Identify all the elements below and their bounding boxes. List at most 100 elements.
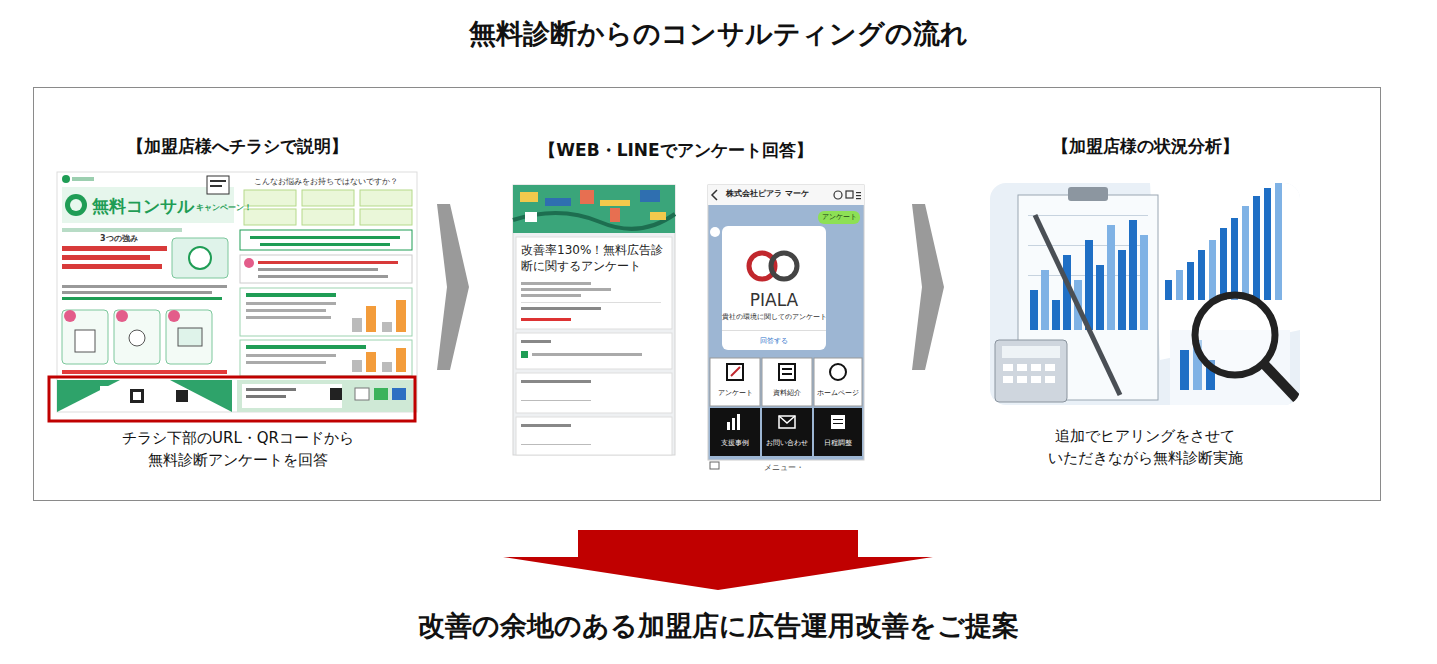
flyer-image	[62, 264, 162, 269]
analysis-photo	[990, 183, 1300, 405]
flyer-image	[382, 362, 392, 372]
line-chat-image	[708, 185, 864, 460]
analysis-photo	[1195, 295, 1275, 375]
flyer-image	[244, 258, 254, 268]
analysis-photo	[1264, 188, 1271, 300]
analysis-photo	[1096, 265, 1104, 330]
analysis-photo	[1242, 206, 1249, 300]
line-chat-image	[814, 408, 862, 456]
flyer-image	[62, 246, 167, 251]
web-form-image	[650, 212, 666, 220]
analysis-photo	[1045, 364, 1055, 371]
line-chat-image	[722, 330, 826, 331]
flyer-image	[210, 180, 226, 182]
analysis-photo	[1264, 364, 1300, 402]
analysis-photo	[1045, 376, 1055, 383]
web-form-image	[513, 185, 675, 233]
flyer-image	[374, 388, 388, 400]
chevron-arrow	[912, 204, 944, 370]
flyer-image	[246, 388, 296, 391]
analysis-photo	[1129, 220, 1137, 330]
flyer-image	[62, 291, 212, 294]
web-form-image	[513, 185, 675, 455]
flyer-image	[49, 172, 417, 421]
web-form-image	[521, 380, 591, 383]
line-chat-image	[762, 358, 812, 406]
flyer-image	[62, 310, 108, 364]
card-button: 回答する	[722, 337, 826, 345]
chat-bubble-text: アンケート	[818, 213, 860, 221]
outer-frame	[34, 88, 1381, 501]
flyer-image	[168, 310, 180, 322]
line-chat-image	[833, 419, 843, 420]
flyer-image	[176, 390, 188, 402]
flyer-image	[49, 377, 415, 421]
analysis-photo	[1140, 235, 1148, 330]
analysis-photo	[1003, 364, 1013, 371]
flyer-image	[133, 392, 141, 400]
step-panel: 【加盟店様の状況分析】追加でヒアリングをさせて いただきながら無料診断実施	[980, 130, 1310, 480]
flyer-image	[114, 310, 160, 364]
analysis-photo	[1028, 215, 1148, 216]
flyer-image	[396, 300, 406, 332]
flyer-image	[240, 230, 412, 250]
step-description: 追加でヒアリングをさせて いただきながら無料診断実施	[1005, 426, 1285, 470]
flyer-image	[172, 238, 228, 278]
flyer-image	[246, 302, 336, 305]
step-heading: 【加盟店様の状況分析】	[980, 135, 1310, 157]
flyer-image	[258, 275, 388, 278]
flyer-image	[240, 340, 412, 376]
web-form-image	[521, 340, 551, 343]
analysis-photo	[1002, 346, 1060, 358]
analysis-photo	[1253, 196, 1260, 300]
diagram-title: 無料診断からのコンサルティングの流れ	[0, 16, 1437, 51]
form-title: 改善率130%！無料広告診断に関するアンケート	[521, 242, 666, 274]
line-chat-image	[727, 364, 743, 380]
line-chat-image	[771, 253, 797, 279]
web-form-image	[521, 288, 611, 291]
web-form-image	[532, 353, 642, 356]
flyer-image	[246, 316, 331, 319]
line-chat-image	[779, 416, 795, 423]
analysis-photo	[1085, 240, 1093, 330]
line-chat-image	[782, 368, 792, 370]
flyer-image	[246, 361, 326, 364]
flyer-image	[240, 288, 412, 336]
line-chat-image	[737, 414, 740, 430]
flyer-image	[207, 176, 229, 194]
flyer-image	[166, 310, 212, 364]
web-form-image	[640, 190, 660, 202]
analysis-photo	[1107, 225, 1115, 330]
web-form-image	[513, 213, 675, 229]
analysis-photo	[1180, 350, 1189, 390]
flyer-image	[72, 177, 94, 181]
flyer-image	[258, 261, 398, 264]
flyer-image	[360, 190, 412, 206]
line-chat-image	[856, 195, 861, 196]
analysis-photo	[1198, 250, 1205, 300]
flyer-image	[62, 285, 227, 288]
flyer-image	[62, 175, 70, 183]
flyer-image	[260, 243, 390, 246]
analysis-photo	[1187, 262, 1194, 300]
analysis-photo	[1209, 240, 1216, 300]
analysis-photo	[1017, 376, 1027, 383]
web-form-image	[521, 282, 591, 285]
menu-tile-label: アンケート	[710, 390, 760, 398]
analysis-photo	[1041, 270, 1049, 330]
flyer-image	[246, 345, 366, 349]
line-chat-image	[782, 373, 792, 375]
line-chat-image	[833, 423, 843, 424]
flyer-image	[258, 268, 378, 271]
flyer-image	[396, 348, 406, 372]
web-form-image	[545, 198, 571, 206]
chat-header: 株式会社ピアラ マーケ	[726, 189, 809, 199]
line-chat-image	[712, 190, 717, 200]
flyer-image	[189, 247, 211, 269]
analysis-photo	[1176, 270, 1183, 300]
web-form-image	[521, 351, 528, 358]
flyer-image	[237, 380, 417, 412]
flyer-headline: 無料コンサル	[92, 196, 194, 216]
flyer-image	[210, 185, 222, 187]
flyer-image	[246, 309, 326, 312]
